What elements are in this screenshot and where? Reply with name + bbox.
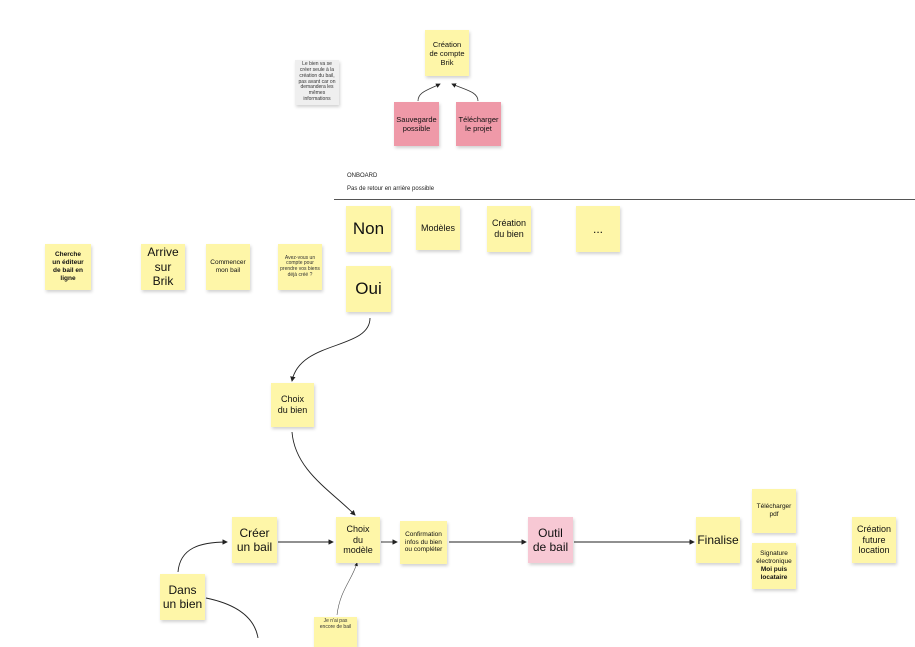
sticky-avez-vous[interactable]: Avez-vous un compte pour prendre vos bie…	[278, 244, 322, 290]
sticky-confirmation[interactable]: Confirmation infos du bien ou compléter	[400, 521, 447, 564]
sticky-grey-note[interactable]: Le bien va se créer seule à la création …	[295, 60, 339, 105]
sticky-telecharger-pdf-text: Télécharger pdf	[756, 503, 792, 518]
sticky-commencer[interactable]: Commencer mon bail	[206, 244, 250, 290]
arrow-sauvegarde-to-compte	[417, 83, 441, 102]
sticky-creation-bien-text: Création du bien	[491, 218, 527, 239]
sticky-telecharger-projet-text: Télécharger le projet	[458, 115, 499, 133]
sticky-modeles-text: Modèles	[420, 222, 456, 233]
sticky-arrive-text: Arrive sur Brik	[147, 245, 179, 289]
arrow-telecharger-to-compte	[451, 83, 479, 102]
sticky-choix-bien[interactable]: Choix du bien	[271, 383, 314, 427]
sticky-choix-bien-text: Choix du bien	[277, 394, 308, 415]
sticky-cherche[interactable]: Cherche un éditeur de bail en ligne	[45, 244, 91, 290]
sticky-telecharger-projet[interactable]: Télécharger le projet	[456, 102, 501, 146]
sticky-sauvegarde-text: Sauvegarde possible	[396, 115, 437, 133]
sticky-dans-bien-text: Dans un bien	[162, 582, 203, 611]
pas-de-retour-label: Pas de retour en arrière possible	[347, 186, 435, 192]
sticky-outil-bail[interactable]: Outil de bail	[528, 517, 573, 563]
sticky-choix-modele[interactable]: Choix du modèle	[336, 517, 380, 563]
sticky-commencer-text: Commencer mon bail	[210, 259, 246, 274]
arrow-je-nai-pas-to-modele	[336, 562, 358, 616]
curve-dans-bien-down	[205, 597, 259, 638]
sticky-telecharger-pdf[interactable]: Télécharger pdf	[752, 489, 796, 533]
sticky-modeles[interactable]: Modèles	[416, 206, 460, 250]
sticky-creer-bail[interactable]: Créer un bail	[232, 517, 277, 563]
onboard-divider	[334, 199, 915, 200]
sticky-oui-text: Oui	[355, 278, 382, 298]
sticky-grey-note-text: Le bien va se créer seule à la création …	[298, 61, 336, 102]
sticky-outil-bail-text: Outil de bail	[532, 525, 569, 554]
sticky-finalise-text: Finalise	[697, 532, 739, 547]
sticky-creation-compte[interactable]: Création de compte Brik	[425, 30, 469, 76]
sticky-creation-compte-text: Création de compte Brik	[429, 39, 465, 67]
sticky-signature-line2: Moi puis locataire	[760, 566, 788, 581]
sticky-ellipsis[interactable]: ...	[576, 206, 620, 252]
sticky-avez-vous-text: Avez-vous un compte pour prendre vos bie…	[280, 254, 320, 278]
sticky-arrive[interactable]: Arrive sur Brik	[141, 244, 185, 290]
sticky-finalise[interactable]: Finalise	[696, 517, 740, 563]
sticky-confirmation-text: Confirmation infos du bien ou compléter	[404, 530, 443, 554]
sticky-dans-bien[interactable]: Dans un bien	[160, 574, 205, 620]
sticky-je-nai-pas[interactable]: Je n'ai pas encore de bail	[314, 617, 357, 647]
sticky-creation-bien[interactable]: Création du bien	[487, 206, 531, 252]
sticky-non-text: Non	[352, 218, 385, 238]
sticky-signature[interactable]: Signature électronique Moi puis locatair…	[752, 543, 796, 589]
sticky-creation-future[interactable]: Création future location	[852, 517, 896, 563]
arrow-choix-bien-to-modele	[291, 431, 356, 516]
sticky-choix-modele-text: Choix du modèle	[343, 523, 373, 556]
arrow-oui-to-choix-bien	[290, 317, 371, 382]
sticky-creation-future-text: Création future location	[856, 523, 892, 556]
sticky-oui[interactable]: Oui	[346, 266, 391, 312]
sticky-sauvegarde[interactable]: Sauvegarde possible	[394, 102, 439, 146]
sticky-non[interactable]: Non	[346, 206, 391, 252]
sticky-cherche-text: Cherche un éditeur de bail en ligne	[52, 251, 84, 282]
sticky-signature-line1: Signature électronique	[756, 550, 792, 566]
sticky-je-nai-pas-text: Je n'ai pas encore de bail	[319, 618, 352, 630]
sticky-creer-bail-text: Créer un bail	[236, 525, 273, 554]
sticky-ellipsis-text: ...	[592, 221, 603, 236]
onboard-label: ONBOARD	[347, 173, 378, 179]
arrow-dans-bien-to-creer	[177, 539, 228, 573]
